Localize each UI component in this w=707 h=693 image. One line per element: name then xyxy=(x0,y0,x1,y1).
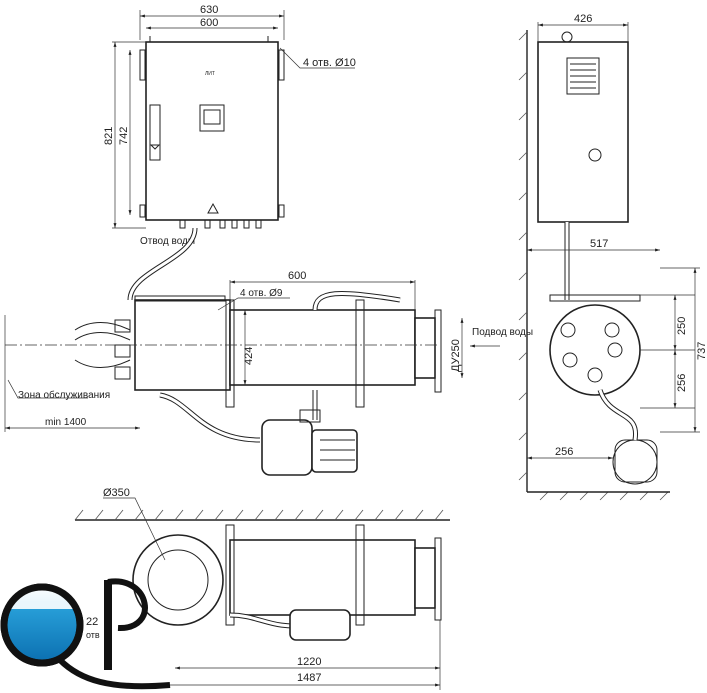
dim-250: 250 xyxy=(676,317,688,335)
holes-label: отв xyxy=(86,630,100,640)
dim-424: 424 xyxy=(243,347,255,365)
pump-front xyxy=(261,409,358,476)
service-zone-label: Зона обслуживания xyxy=(18,389,110,401)
dim-reactor-600: 600 xyxy=(288,270,306,282)
dim-737: 737 xyxy=(696,342,707,360)
mount-holes-label: 4 отв. Ø10 xyxy=(303,57,356,69)
uv-reactor-front xyxy=(5,291,442,443)
du250-label: ДУ250 xyxy=(450,339,462,372)
dim-426: 426 xyxy=(574,13,592,25)
reactor-holes-label: 4 отв. Ø9 xyxy=(240,288,283,299)
hole-diameter-label: 22 xyxy=(86,616,98,628)
water-outlet-label: Отвод воды xyxy=(140,236,195,247)
cabinet-logo: ЛИТ xyxy=(205,71,215,77)
dim-256-horizontal: 256 xyxy=(555,446,573,458)
dim-1220: 1220 xyxy=(297,656,321,668)
qp-watermark-logo xyxy=(0,578,171,690)
flange-diameter-label: Ø350 xyxy=(103,487,130,499)
top-view-dimensions: Ø350 1220 1487 22 отв xyxy=(86,487,441,690)
warning-icon xyxy=(207,202,219,214)
dim-256-vertical: 256 xyxy=(676,374,688,392)
cabinet-display xyxy=(199,104,225,132)
reactor-dimensions: 600 4 отв. Ø9 424 ДУ250 Подвод воды Зона… xyxy=(4,270,533,432)
dim-821: 821 xyxy=(103,127,115,145)
water-inlet-label: Подвод воды xyxy=(472,327,533,338)
dim-742: 742 xyxy=(118,127,130,145)
cabinet-slot xyxy=(149,104,161,161)
top-view xyxy=(74,509,450,641)
cabinet-dimensions: 630 600 821 742 4 отв. Ø10 xyxy=(103,4,356,229)
dim-630: 630 xyxy=(200,4,218,16)
dim-1487: 1487 xyxy=(297,672,321,684)
dim-517: 517 xyxy=(590,238,608,250)
min-1400-label: min 1400 xyxy=(45,417,87,428)
side-view xyxy=(518,30,670,501)
dim-600: 600 xyxy=(200,17,218,29)
side-view-dimensions: 426 517 250 256 737 256 xyxy=(527,13,707,460)
control-cabinet-front: ЛИТ xyxy=(139,36,285,229)
